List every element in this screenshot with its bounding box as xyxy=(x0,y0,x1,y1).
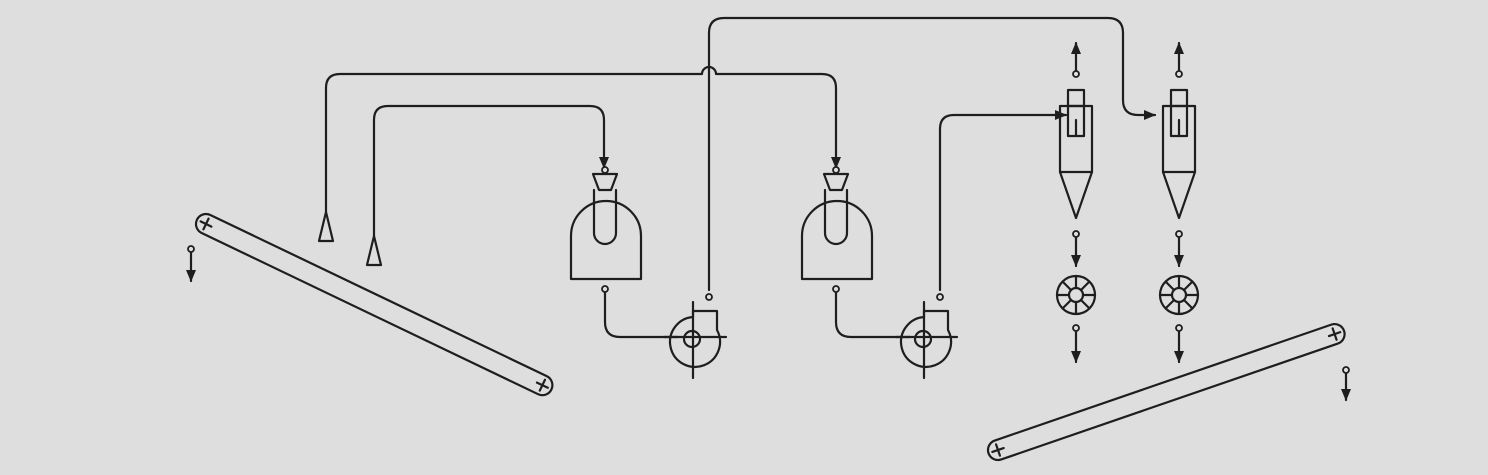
inclined-conveyor-right xyxy=(986,322,1346,462)
duct-fan2-to-cyclone1 xyxy=(938,110,1068,272)
centrifugal-fan-2 xyxy=(894,293,959,380)
scrubber-outlet-dot xyxy=(601,166,609,174)
duct-hood1-to-scrubber2 xyxy=(324,65,841,214)
centrifugal-fan-1 xyxy=(662,293,728,380)
duct-fan1-to-cyclone2 xyxy=(707,16,1157,272)
duct-scrubber2-to-fan2 xyxy=(834,290,912,339)
suction-hood-2 xyxy=(365,234,383,267)
duct-hood2-to-scrubber1 xyxy=(372,104,609,238)
cyclone-2 xyxy=(1161,41,1197,268)
rotary-valve-1 xyxy=(1055,274,1097,364)
pulley-cross-icon xyxy=(1327,327,1342,341)
pulley-cross-icon xyxy=(199,217,213,231)
outlet-dot xyxy=(187,245,195,253)
duct-scrubber1-to-fan1 xyxy=(603,290,680,339)
scrubber-outlet-dot xyxy=(832,166,840,174)
inclined-conveyor-left xyxy=(194,212,554,397)
pulley-cross-icon xyxy=(991,443,1005,457)
scrubber-2 xyxy=(800,166,874,293)
suction-hood-1 xyxy=(317,210,335,243)
fan-outlet-dot xyxy=(936,293,944,301)
cyclone-1 xyxy=(1058,41,1094,268)
outlet-dot xyxy=(1342,366,1350,374)
fan-outlet-dot xyxy=(705,293,713,301)
pulley-cross-icon xyxy=(535,378,549,392)
rotary-valve-2 xyxy=(1158,274,1200,364)
scrubber-1 xyxy=(569,166,643,293)
